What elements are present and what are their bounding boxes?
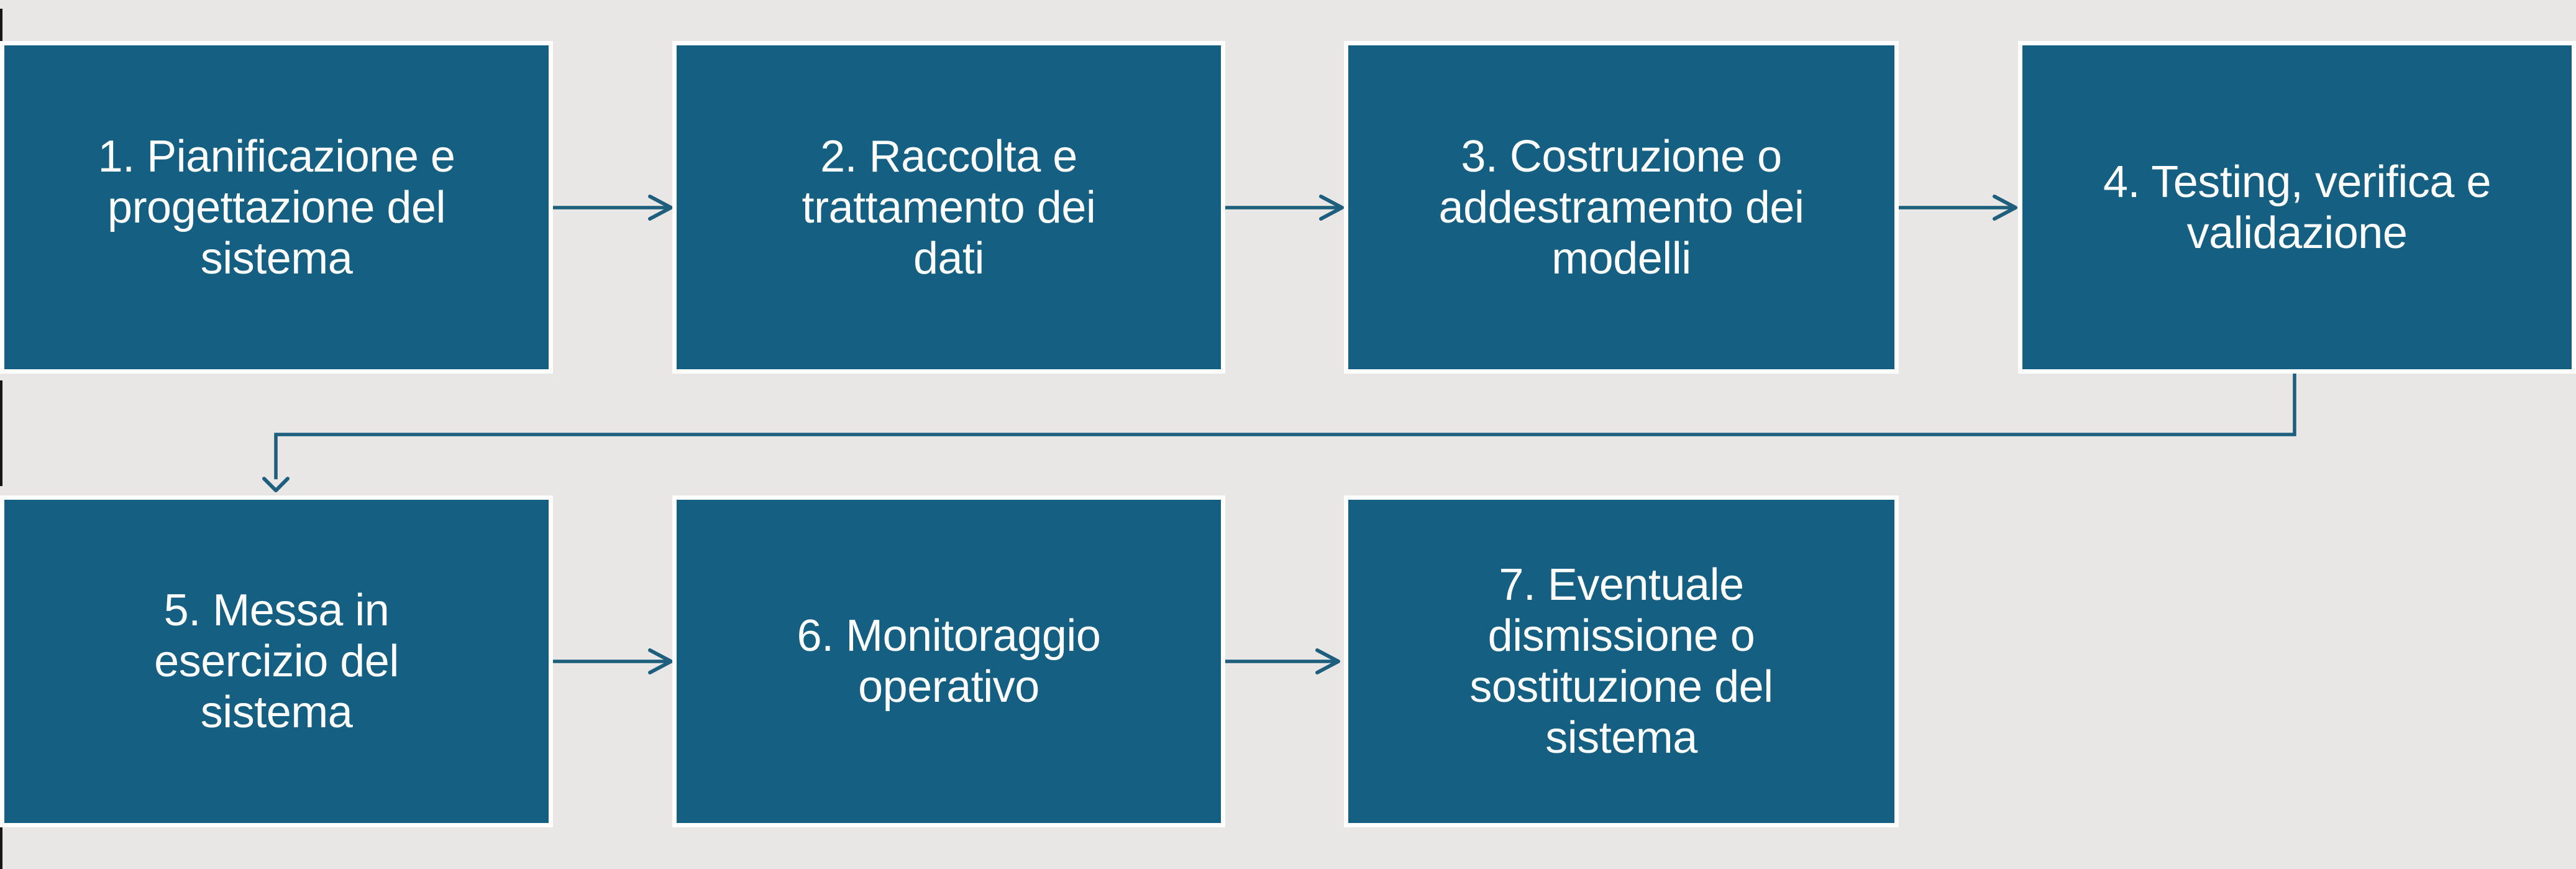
- step-label-1: 1. Pianificazione e progettazione del si…: [98, 131, 455, 283]
- page-edge-line-middle: [0, 380, 2, 486]
- step-label-4: 4. Testing, verifica e validazione: [2103, 157, 2492, 258]
- step-box-2: 2. Raccolta e trattamento dei dati: [672, 41, 1225, 374]
- arrow-right-icon: [648, 195, 673, 221]
- page-edge-line-bottom: [0, 808, 2, 869]
- connector-4-5-elbow: [274, 374, 2296, 479]
- step-box-6: 6. Monitoraggio operativo: [672, 495, 1225, 827]
- step-label-2: 2. Raccolta e trattamento dei dati: [802, 131, 1096, 283]
- step-box-3: 3. Costruzione o addestramento dei model…: [1344, 41, 1899, 374]
- step-label-7: 7. Eventuale dismissione o sostituzione …: [1469, 560, 1773, 763]
- step-label-3: 3. Costruzione o addestramento dei model…: [1438, 131, 1804, 283]
- arrow-down-icon: [262, 477, 290, 492]
- page-edge-line-top: [0, 9, 2, 41]
- step-box-4: 4. Testing, verifica e validazione: [2018, 41, 2576, 374]
- arrow-right-icon: [1993, 195, 2017, 221]
- arrow-right-icon: [648, 648, 673, 674]
- arrow-right-icon: [1319, 195, 1344, 221]
- step-box-1: 1. Pianificazione e progettazione del si…: [0, 41, 553, 374]
- step-box-5: 5. Messa in esercizio del sistema: [0, 495, 553, 827]
- step-label-6: 6. Monitoraggio operativo: [797, 611, 1101, 712]
- step-box-7: 7. Eventuale dismissione o sostituzione …: [1344, 495, 1899, 827]
- arrow-right-icon: [1315, 648, 1340, 674]
- step-label-5: 5. Messa in esercizio del sistema: [154, 586, 399, 737]
